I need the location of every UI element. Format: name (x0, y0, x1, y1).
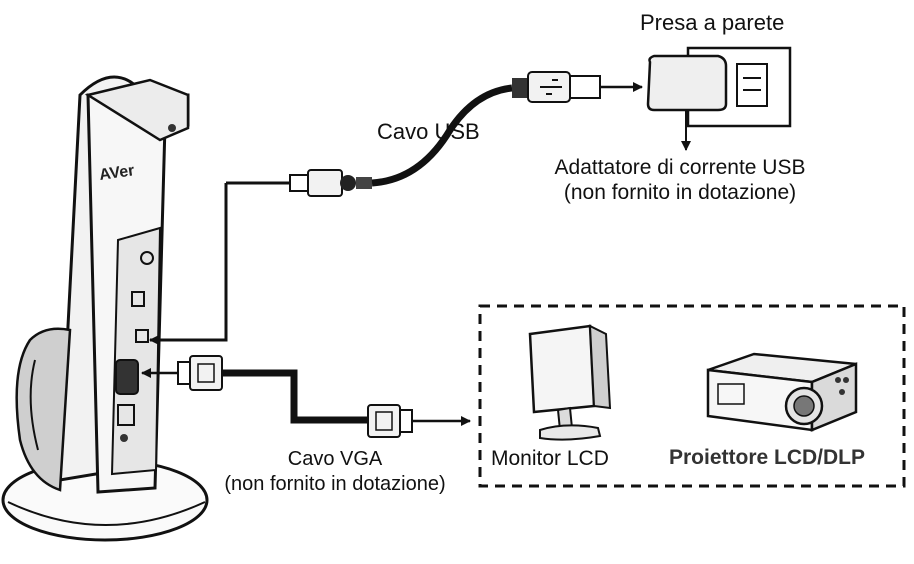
usb-a-strain (512, 78, 528, 98)
vga-cable-label-line1: Cavo VGA (287, 448, 383, 470)
vga-plug-1-face (177, 361, 191, 385)
vga-cable (141, 355, 471, 438)
vga-plug-1-body (189, 355, 223, 391)
usb-mini-plug-tip (289, 174, 309, 192)
monitor-label: Monitor LCD (491, 447, 609, 470)
device-logo: AVer (98, 162, 135, 184)
camera-clip-inner (29, 359, 39, 451)
usb-symbol-icon (540, 79, 562, 95)
usb-power-adapter (646, 54, 728, 151)
camera-head (84, 78, 190, 142)
projector-label: Proiettore LCD/DLP (669, 446, 866, 469)
camera-head-led (168, 124, 176, 132)
vga-plug-2-face (399, 409, 413, 433)
port-dc (140, 251, 154, 265)
usb-adapter-label-line2: (non fornito in dotazione) (563, 181, 797, 204)
port-misc-3 (120, 434, 128, 442)
usb-ferrite (340, 175, 356, 191)
wall-outlet-label: Presa a parete (640, 10, 785, 35)
port-misc-2 (117, 404, 135, 426)
vga-plug-2-body (367, 404, 401, 438)
document-camera: AVer (1, 75, 209, 542)
usb-cable-lead (149, 183, 228, 345)
lcd-monitor-icon (528, 324, 612, 441)
vga-cable-label-line2: (non fornito in dotazione) (224, 473, 446, 495)
port-usb-device (135, 329, 149, 343)
usb-cable-body (371, 84, 513, 187)
camera-clip (15, 327, 72, 492)
monitor-bezel-side (588, 324, 612, 410)
camera-base-rim (7, 501, 206, 526)
usb-adapter-label: Adattatore di corrente USB (non fornito … (528, 155, 832, 205)
projector-icon (706, 352, 858, 432)
adapter-body (646, 54, 728, 112)
usb-cable (149, 71, 643, 345)
usb-strain-relief (356, 177, 372, 189)
port-misc-1 (131, 291, 145, 307)
camera-side-panel (110, 226, 162, 476)
usb-adapter-label-line1: Adattatore di corrente USB (554, 156, 806, 179)
projector-button-2 (843, 377, 849, 383)
usb-mini-plug-body (307, 169, 343, 197)
vga-cable-body (222, 369, 368, 424)
monitor-stand (539, 424, 602, 441)
usb-a-tip (569, 75, 601, 99)
usb-cable-label: Cavo USB (377, 119, 480, 144)
wall-socket (736, 63, 768, 107)
port-vga-out (115, 359, 139, 395)
vga-cable-label: Cavo VGA (non fornito in dotazione) (200, 447, 470, 497)
monitor-screen (528, 324, 596, 414)
display-devices-box (478, 304, 906, 488)
projector-button-3 (839, 389, 845, 395)
projector-button-1 (835, 377, 841, 383)
